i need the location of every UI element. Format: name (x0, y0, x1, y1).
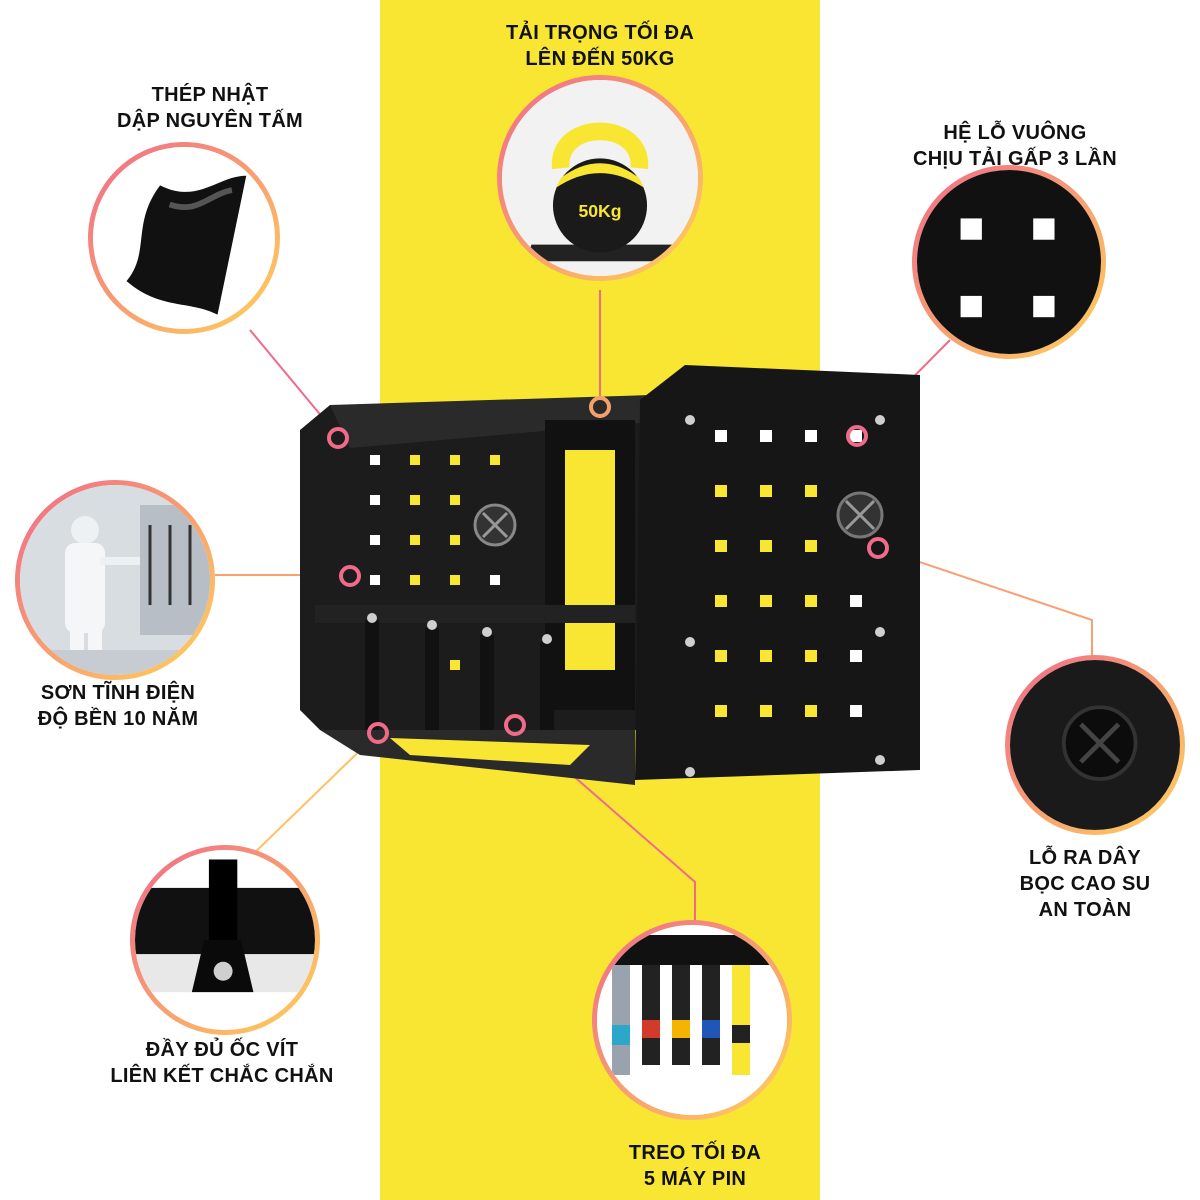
bolt-joint-icon (135, 850, 315, 1030)
power-tools-icon (597, 925, 787, 1115)
cable-line1: LỖ RA DÂY (1029, 847, 1141, 869)
paint-line1: SƠN TĨNH ĐIỆN (40, 682, 196, 704)
label-japanese-steel: THÉP NHẬT DẬP NGUYÊN TẤM (80, 82, 340, 134)
label-square-holes: HỆ LỖ VUÔNG CHỊU TẢI GẤP 3 LẦN (885, 120, 1145, 172)
circle-screws (130, 845, 320, 1035)
circle-square-holes (912, 165, 1106, 359)
load-line2: LÊN ĐẾN 50KG (525, 48, 675, 70)
tool-rack-product (300, 365, 920, 785)
weight-text: 50Kg (578, 201, 621, 221)
steel-sheet-icon (93, 147, 275, 329)
circle-japanese-steel (88, 142, 280, 334)
label-load-capacity: TẢI TRỌNG TỐI ĐA LÊN ĐẾN 50KG (470, 20, 730, 72)
screws-line1: ĐẦY ĐỦ ỐC VÍT (145, 1039, 299, 1061)
paint-line2: ĐỘ BỀN 10 NĂM (37, 708, 199, 730)
spray-painter-icon (20, 485, 210, 675)
holes-line2: CHỊU TẢI GẤP 3 LẦN (913, 148, 1117, 170)
circle-cable-hole (1005, 655, 1185, 835)
kettlebell-icon: 50Kg (502, 80, 698, 276)
circle-tools (592, 920, 792, 1120)
label-tools: TREO TỐI ĐA 5 MÁY PIN (565, 1140, 825, 1192)
label-powder-paint: SƠN TĨNH ĐIỆN ĐỘ BỀN 10 NĂM (0, 680, 248, 732)
rubber-grommet-icon (1010, 660, 1180, 830)
square-holes-icon (917, 170, 1101, 354)
label-cable-hole: LỖ RA DÂY BỌC CAO SU AN TOÀN (955, 845, 1200, 923)
tools-line1: TREO TỐI ĐA (628, 1142, 762, 1164)
circle-load-capacity: 50Kg (497, 75, 703, 281)
steel-line1: THÉP NHẬT (151, 84, 269, 106)
screws-line2: LIÊN KẾT CHẮC CHẮN (110, 1065, 334, 1087)
circle-powder-paint (15, 480, 215, 680)
steel-line2: DẬP NGUYÊN TẤM (116, 110, 304, 132)
load-line1: TẢI TRỌNG TỐI ĐA (505, 22, 695, 44)
tools-line2: 5 MÁY PIN (643, 1168, 747, 1190)
label-screws: ĐẦY ĐỦ ỐC VÍT LIÊN KẾT CHẮC CHẮN (92, 1037, 352, 1089)
cable-line3: AN TOÀN (1038, 899, 1132, 921)
holes-line1: HỆ LỖ VUÔNG (943, 122, 1087, 144)
cable-line2: BỌC CAO SU (1019, 873, 1151, 895)
